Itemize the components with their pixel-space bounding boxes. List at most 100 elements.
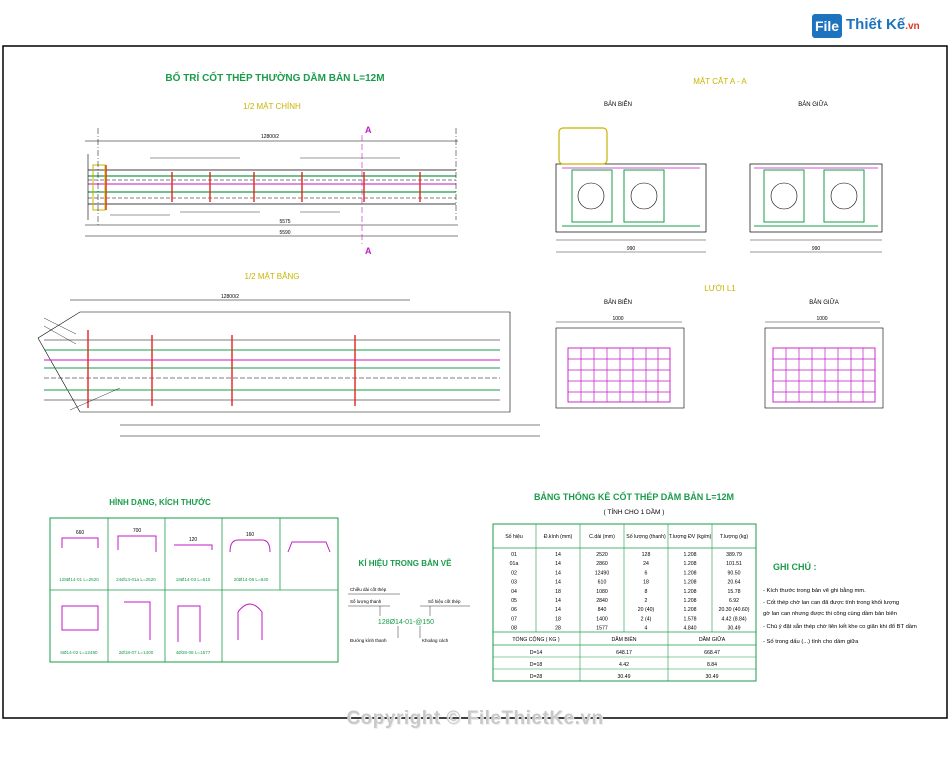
shape-dim-2: 700 — [133, 528, 142, 534]
table-cell: 03 — [511, 580, 517, 586]
table-cell: 4.840 — [684, 626, 697, 632]
table-cell: 01 — [511, 552, 517, 558]
table-header-cell: C.dài (mm) — [589, 534, 615, 540]
table-cell: 1080 — [596, 589, 608, 595]
section-mid-width: 990 — [812, 246, 821, 252]
table-cell: 14 — [555, 598, 561, 604]
section-mid-title: BẢN GIỮA — [798, 101, 827, 108]
rebar-table-text: Số hiệu Đ.kính (mm) C.dài (mm) Số lượng (th… — [505, 534, 750, 680]
plan-top-dim: 12800/2 — [221, 294, 239, 300]
table-cell: 610 — [598, 580, 607, 586]
table-cell: 18 — [555, 589, 561, 595]
table-cell: 4 — [645, 626, 648, 632]
table-cell: 1.208 — [684, 607, 697, 613]
symbol-legend — [348, 593, 470, 638]
table-header-cell: Số hiệu — [505, 534, 523, 540]
sheet-border — [2, 45, 948, 719]
table-total-cell: 4.42 — [619, 662, 629, 668]
table-cell: 24 — [643, 561, 649, 567]
table-cell: 08 — [511, 626, 517, 632]
table-cell: 2 (4) — [641, 616, 652, 622]
table-total-cell: 8.84 — [707, 662, 717, 668]
table-cell: 6 — [645, 570, 648, 576]
notes-title: GHI CHÚ : — [773, 561, 817, 572]
logo-brand-name: Thiết Kế — [846, 16, 906, 33]
shape-label-6: 2Ø18-07 L=1400 — [119, 650, 154, 655]
section-edge-drawing: 990 — [555, 127, 707, 253]
table-header-cell: T.lượng (kg) — [720, 534, 748, 540]
table-cell: 07 — [511, 616, 517, 622]
table-cell: 1.208 — [684, 552, 697, 558]
table-total-cell: 30.49 — [618, 674, 631, 680]
table-header-cell: T.lượng ĐV (kg/m) — [669, 534, 712, 540]
table-cell: 8 — [645, 589, 648, 595]
table-cell: 1.208 — [684, 561, 697, 567]
mesh-mid-title: BẢN GIỮA — [809, 299, 838, 306]
elev-top-dim: 12800/2 — [261, 134, 279, 140]
section-mid-drawing: 990 — [749, 163, 883, 253]
table-cell: 14 — [555, 552, 561, 558]
table-total-cell: 648.17 — [616, 650, 632, 656]
section-edge-width: 990 — [627, 246, 636, 252]
table-cell: 128 — [642, 552, 651, 558]
shape-dim-1: 660 — [76, 530, 85, 536]
half-plan-drawing: 12800/2 — [37, 294, 540, 437]
notes-list: - Kích thước trong bản vẽ ghi bằng mm. - … — [763, 587, 917, 645]
table-subtitle: ( TÍNH CHO 1 DẦM ) — [604, 506, 665, 516]
table-total-cell: 30.49 — [706, 674, 719, 680]
table-cell: 2520 — [596, 552, 608, 558]
table-cell: 20 (40) — [638, 607, 655, 613]
table-cell: 2840 — [596, 598, 608, 604]
logo-tld: .vn — [905, 21, 920, 32]
section-marker-bottom: A — [365, 246, 372, 256]
table-total-cell: D=14 — [530, 650, 543, 656]
table-cell: 1577 — [596, 626, 608, 632]
shape-label-7: 4Ø28-08 L=1577 — [176, 650, 211, 655]
table-cell: 18 — [643, 580, 649, 586]
table-cell: 05 — [511, 598, 517, 604]
site-logo: File Thiết Kế.vn — [812, 10, 947, 44]
table-cell: 389.79 — [726, 552, 742, 558]
note-line: - Kích thước trong bản vẽ ghi bằng mm. — [763, 587, 866, 594]
shape-dim-4: 160 — [246, 532, 255, 538]
shape-label-4: 20Ø14-06 L=840 — [234, 577, 269, 582]
table-cell: 1.208 — [684, 570, 697, 576]
table-header-cell: Số lượng (thanh) — [626, 534, 666, 540]
table-cell: 101.51 — [726, 561, 742, 567]
half-elevation-drawing: 12800/2 5575 5590 — [85, 128, 458, 237]
table-cell: 1.208 — [684, 598, 697, 604]
table-cell: 20.30 (40.60) — [719, 607, 750, 613]
shape-label-2: 24Ø14-01a L=2520 — [116, 577, 156, 582]
note-line: - Chú ý đặt sẵn thép chờ liên kết khe co… — [763, 623, 917, 630]
section-aa-title: MẶT CẮT A - A — [693, 77, 747, 86]
table-cell: 01a — [510, 561, 519, 567]
table-total-cell: D=28 — [530, 674, 543, 680]
table-cell: 1.208 — [684, 580, 697, 586]
table-cell: 4.42 (8.84) — [721, 616, 746, 622]
table-cell: 28 — [555, 626, 561, 632]
table-cell: 12490 — [595, 570, 610, 576]
half-plan-title: 1/2 MẶT BẰNG — [245, 272, 300, 281]
table-cell: 14 — [555, 570, 561, 576]
table-header-cell: Đ.kính (mm) — [544, 534, 573, 540]
table-cell: 02 — [511, 570, 517, 576]
table-cell: 18 — [555, 616, 561, 622]
symbol-example: 128Ø14-01-@150 — [378, 619, 434, 626]
copyright-watermark: Copyright © FileThietKe.vn — [346, 708, 604, 729]
table-cell: 1.578 — [684, 616, 697, 622]
mesh-edge-title: BẢN BIÊN — [604, 298, 632, 306]
table-cell: 04 — [511, 589, 517, 595]
table-cell: 1400 — [596, 616, 608, 622]
section-edge-title: BẢN BIÊN — [604, 100, 632, 108]
shape-label-3: 18Ø14-03 L=610 — [176, 577, 211, 582]
rebar-table-grid — [492, 523, 757, 682]
note-line: gờ lan can nhưng được thi công cùng dầm … — [763, 611, 897, 617]
table-total-header: DẦM BIÊN — [611, 635, 636, 643]
half-elevation-title: 1/2 MẶT CHÍNH — [243, 102, 301, 111]
table-cell: 90.50 — [728, 570, 741, 576]
mesh-title: LƯỚI L1 — [704, 284, 736, 293]
symbol-label-count: Số lượng thanh — [350, 599, 382, 604]
table-cell: 20.64 — [728, 580, 741, 586]
table-title: BẢNG THỐNG KÊ CỐT THÉP DẦM BẢN L=12M — [534, 491, 734, 502]
